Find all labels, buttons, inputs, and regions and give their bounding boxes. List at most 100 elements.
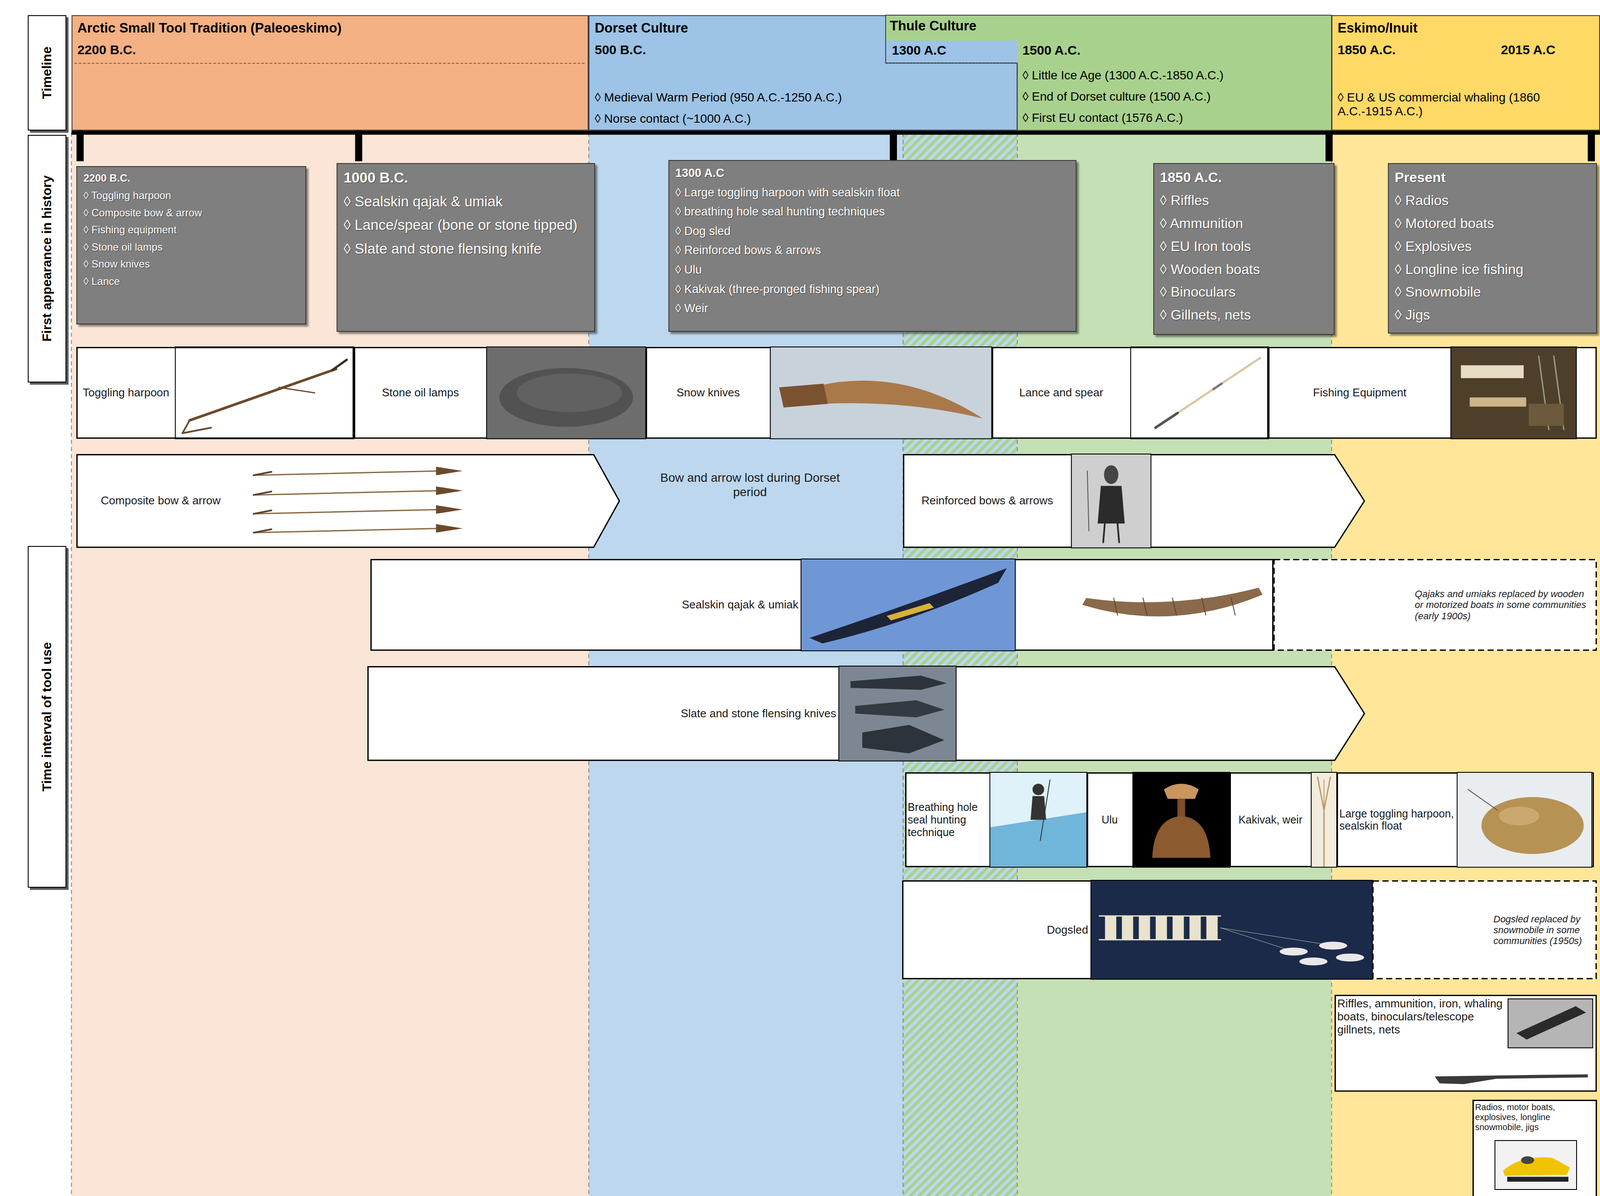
tool-bullet: ◊ Lance [83,274,299,289]
timeline-tick [355,130,363,162]
text-area: Lance and spear [991,346,1131,439]
photo-shape [1508,998,1593,1048]
photo-shape [1451,346,1577,439]
band-title: Thule Culture [889,18,977,34]
note-text: Dogsled replaced by snowmobile in some c… [1493,913,1595,947]
photo-shape [801,559,1016,652]
tool-label: Radios, motor boats, explosives, longlin… [1475,1102,1595,1133]
photo-shape [1087,471,1090,532]
tool-bullet: ◊ Composite bow & arrow [83,206,299,220]
photo-shape [1495,1140,1577,1190]
tool-illustration [902,880,1373,980]
tool-bullet: ◊ Motored boats [1394,214,1591,233]
photo-shape [1099,939,1221,941]
tool-label: Breathing hole seal hunting technique [907,801,988,839]
photo-shape [1521,1156,1535,1165]
photo [801,559,1016,652]
band-title: Dorset Culture [594,20,688,36]
tool-bar: Slate and stone flensing knives [367,666,1366,762]
tool-bullet: ◊ Wooden boats [1160,260,1329,279]
photo-shape [1324,777,1331,811]
photo-shape [175,346,355,439]
photo-shape [77,347,354,439]
photo-shape [436,524,464,534]
tool-bar: Dogsled replaced by snowmobile in some c… [1372,880,1597,980]
photo-shape [838,666,957,762]
photo-shape [770,346,992,439]
note-label: Bow and arrow lost during Dorset period [653,470,848,500]
photo-shape [1279,948,1308,956]
text-area: Breathing hole seal hunting technique [905,772,990,868]
photo-shape [253,509,441,514]
photo-shape [1104,916,1116,941]
tool-illustration [370,559,1274,652]
tool-bullet: ◊ Lance/spear (bone or stone tipped) [343,215,588,236]
photo-shape [1121,916,1133,941]
timeline-tick [889,130,897,162]
photo-shape [862,725,945,754]
photo-shape [992,347,1268,439]
photo-shape [1498,806,1540,826]
text-area: Composite bow & arrow [76,454,245,548]
photo-shape [1231,598,1236,616]
photo-shape [1220,928,1294,953]
photo-shape [1155,916,1167,941]
photo-shape [989,772,1087,868]
note-text: Qajaks and umiaks replaced by wooden or … [1414,588,1594,622]
date-heading: 2200 B.C. [83,171,299,186]
event-bullet: ◊ EU & US commercial whaling (1860 A.C.-… [1337,90,1596,119]
photo-shape [1213,383,1222,390]
photo-shape [332,359,347,370]
timeline-tab: Timeline [27,15,67,131]
photo-shape [855,700,945,718]
tool-bullet: ◊ Toggling harpoon [83,188,299,203]
timeline-bar [71,130,1600,135]
photo-shape [182,427,212,434]
photo-shape [885,40,1018,64]
photo-shape [1117,523,1120,543]
photo [1082,588,1263,617]
text-area: Ulu [1086,772,1133,868]
photo-shape [1457,772,1593,868]
photo [1071,454,1152,548]
photo-shape [436,466,464,476]
photo-shape [436,486,464,496]
band-title: Arctic Small Tool Tradition (Paleoeskimo… [77,20,342,36]
photo [1155,357,1260,428]
photo-shape [1151,816,1211,858]
photo-shape [367,667,1365,761]
photo-shape [486,346,646,439]
tool-bullet: ◊ Riffles [1160,191,1329,210]
photo [989,772,1087,868]
photo-shape [1090,880,1373,980]
timeline-tick [1587,130,1595,162]
section-label: First appearance in history [39,175,55,342]
tool-label: Fishing Equipment [1312,386,1407,400]
text-area: Stone oil lamps [353,346,487,439]
tool-bullet: ◊ Dog sled [675,223,1070,239]
photo-shape [499,368,634,428]
photo-shape [1457,772,1593,868]
tool-illustration [367,666,1366,762]
tool-bar: Sealskin qajak & umiak [370,559,1274,652]
tool-bullet: ◊ EU Iron tools [1160,237,1329,256]
photo-shape [838,666,957,762]
photo-shape [1130,346,1269,439]
culture-band: Arctic Small Tool Tradition (Paleoeskimo… [71,15,589,131]
first-appearance-box: 1300 A.C◊ Large toggling harpoon with se… [668,160,1077,332]
tool-label: Reinforced bows & arrows [921,494,1053,508]
photo-shape [885,15,1332,131]
photo-shape [1206,916,1218,941]
photo-shape [486,346,646,439]
photo-shape [1469,397,1527,407]
culture-band: Thule Culture1300 A.C1500 A.C.◊ Little I… [885,15,1332,131]
photo [1434,1074,1588,1085]
text-area: Dogsled [902,880,1091,980]
photo-shape [1172,916,1184,941]
photo [1495,1140,1577,1190]
section-tab: Time interval of tool use [27,546,67,888]
text-area: Snow knives [645,346,771,439]
text-area: Large toggling harpoon, sealskin float [1336,772,1458,868]
tool-bullet: ◊ Kakivak (three-pronged fishing spear) [675,281,1070,298]
photo-shape [1113,598,1118,616]
